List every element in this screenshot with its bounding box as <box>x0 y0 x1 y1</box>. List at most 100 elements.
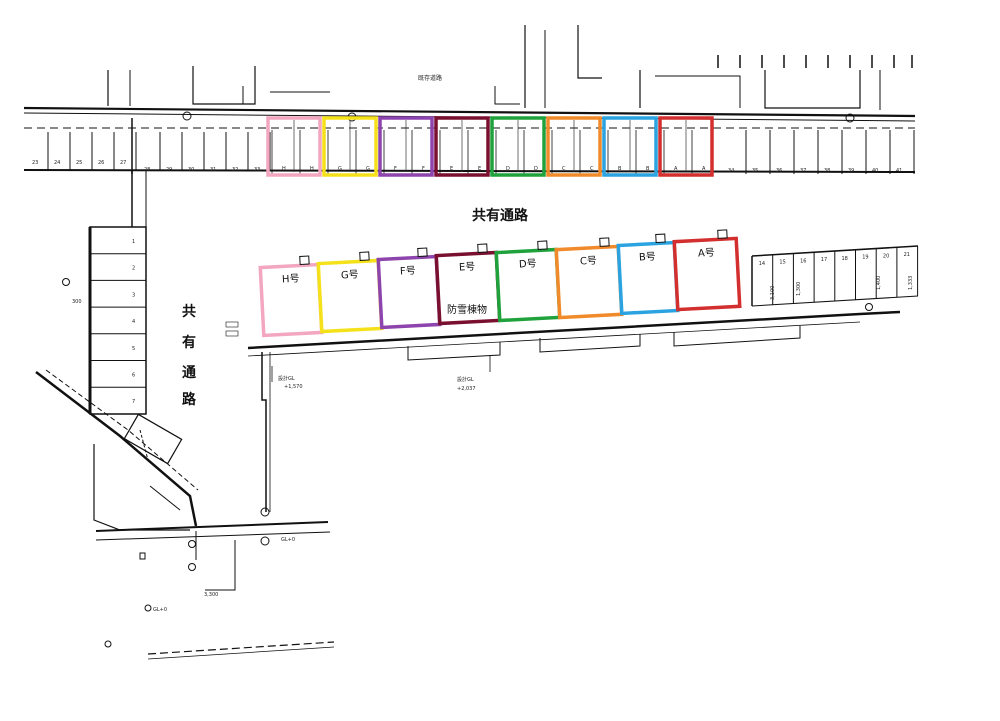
right-parking-block: 14 15 16 17 18 19 20 21 <box>751 245 919 311</box>
unit-label: F号 <box>400 265 416 278</box>
unit-1: H号 <box>258 255 324 338</box>
shared-road-label-left-1: 共 <box>182 303 196 320</box>
unit-label: E号 <box>459 261 476 274</box>
stall-number: 5 <box>132 346 135 352</box>
stall-number: 35 <box>752 168 758 174</box>
stall-tag: G <box>366 166 370 172</box>
dim-3100: 3,100 <box>770 286 776 300</box>
stall-number: 20 <box>883 253 889 259</box>
unit-label: D号 <box>519 258 537 271</box>
level-mid-value: +2,037 <box>457 386 476 392</box>
stall-number: 28 <box>144 167 150 173</box>
stall-tag: C <box>562 166 566 172</box>
stall-number: 26 <box>98 160 104 166</box>
stall-tag: F <box>422 166 425 172</box>
unit-label: C号 <box>580 255 598 268</box>
stall-number: 4 <box>132 319 135 325</box>
stall-number: 17 <box>821 257 827 263</box>
stall-tag: F <box>394 166 397 172</box>
unit-parking-box <box>434 116 490 177</box>
stall-number: 24 <box>54 160 60 166</box>
shared-road-label-top: 共有通路 <box>472 207 529 224</box>
stall-number: 6 <box>132 373 135 379</box>
stall-number: 2 <box>132 266 135 272</box>
unit-8: A号 <box>672 229 742 312</box>
unit-row: H号 G号 F号 E号 D号 C号 B号 A号 <box>258 229 742 338</box>
stall-tag: E <box>450 166 453 172</box>
dim-300: 300 <box>72 299 82 305</box>
stall-tag: G <box>338 166 342 172</box>
top-parking-row: 23 24 25 26 27 28 29 30 31 32 33 H H G G F F E E D D C C B B A A 34… <box>32 118 915 174</box>
stall-number: 38 <box>824 168 830 174</box>
stall-number: 19 <box>862 255 868 261</box>
stall-number: 40 <box>872 168 878 174</box>
stall-number: 25 <box>76 160 82 166</box>
stall-number: 29 <box>166 167 172 173</box>
structure-label: 防雪棟物 <box>447 303 487 316</box>
unit-6: C号 <box>554 237 624 320</box>
spot-left-1: GL+0 <box>281 537 295 543</box>
stall-tag: D <box>506 166 510 172</box>
unit-parking-box <box>658 116 714 177</box>
level-mid-title: 設計GL <box>457 376 474 383</box>
stall-number: 31 <box>210 167 216 173</box>
stall-number: 36 <box>776 168 782 174</box>
unit-label: B号 <box>639 251 656 264</box>
stall-tag: D <box>534 166 538 172</box>
stall-number: 16 <box>800 258 806 264</box>
stall-tag: H <box>282 166 286 172</box>
stall-tag: A <box>674 166 678 172</box>
stall-number: 37 <box>800 168 806 174</box>
top-unit-parking <box>266 116 714 177</box>
stall-tag: E <box>478 166 481 172</box>
stall-number: 18 <box>842 256 848 262</box>
stall-number: 30 <box>188 167 194 173</box>
shared-road-label-left-4: 路 <box>182 391 197 408</box>
stall-number: 21 <box>904 252 910 258</box>
stall-tag: B <box>646 166 650 172</box>
lower-left-entry <box>35 369 335 660</box>
unit-parking-box <box>602 116 658 177</box>
unit-4: E号 <box>434 243 502 326</box>
stall-tag: A <box>702 166 706 172</box>
stall-number: 34 <box>728 168 734 174</box>
stall-number: 23 <box>32 160 38 166</box>
unit-3: F号 <box>376 247 442 330</box>
dim-mid-3: 1,333 <box>908 276 914 290</box>
stall-number: 32 <box>232 167 238 173</box>
unit-2: G号 <box>316 251 384 334</box>
level-left-value: +1,570 <box>284 384 303 390</box>
stall-number: 1 <box>132 239 135 245</box>
unit-boundary <box>225 310 901 512</box>
stall-tag: C <box>590 166 594 172</box>
unit-outline <box>672 236 742 312</box>
unit-parking-box <box>266 116 322 177</box>
stall-number: 14 <box>759 261 765 267</box>
level-left-title: 設計GL <box>278 375 295 382</box>
stall-number: 33 <box>254 167 260 173</box>
shared-road-label-left-3: 通 <box>182 365 196 381</box>
unit-parking-box <box>378 116 434 177</box>
stall-number: 27 <box>120 160 126 166</box>
unit-parking-box <box>322 116 378 177</box>
unit-label: H号 <box>282 273 300 286</box>
unit-5: D号 <box>494 240 562 323</box>
dim-3300: 3,300 <box>204 592 218 598</box>
dim-mid-2: 1,400 <box>876 276 882 290</box>
stall-number: 7 <box>132 399 135 405</box>
spot-left-2: GL+0 <box>153 607 167 613</box>
top-street-label: 既存道路 <box>418 74 442 82</box>
dim-mid-1: 1,300 <box>796 282 802 296</box>
stall-number: 39 <box>848 168 854 174</box>
stall-number: 3 <box>132 292 135 298</box>
top-street-lines <box>23 25 916 173</box>
unit-parking-box <box>546 116 602 177</box>
stall-number: 15 <box>779 260 785 266</box>
unit-parking-box <box>490 116 546 177</box>
unit-label: A号 <box>698 247 715 260</box>
unit-label: G号 <box>341 269 359 282</box>
stall-tag: B <box>618 166 622 172</box>
left-parking-column: 1 2 3 4 5 6 7 <box>88 226 147 415</box>
stall-tag: H <box>310 166 314 172</box>
